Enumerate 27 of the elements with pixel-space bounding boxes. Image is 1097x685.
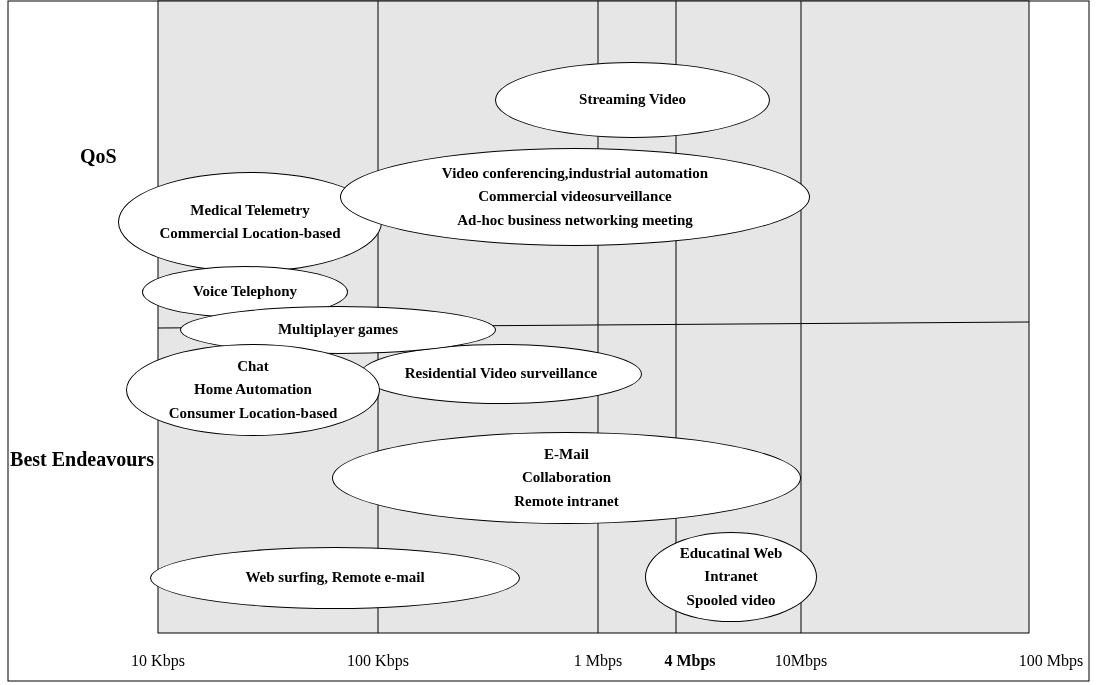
application-text: Spooled video (686, 590, 776, 610)
x-tick-label: 10Mbps (773, 652, 829, 670)
application-text: E-Mail (544, 445, 589, 465)
application-text: Intranet (704, 567, 758, 587)
application-text: Ad-hoc business networking meeting (457, 210, 693, 230)
application-text: Commercial Location-based (159, 224, 341, 243)
x-tick-label: 100 Mbps (1017, 652, 1085, 670)
x-tick-label: 1 Mbps (572, 652, 624, 670)
x-tick-label: 100 Kbps (346, 652, 410, 670)
application-text: Streaming Video (579, 90, 686, 110)
application-text: Multiplayer games (277, 320, 399, 340)
application-text: Home Automation (194, 380, 312, 400)
application-text: Residential Video surveillance (404, 364, 598, 384)
application-text: Medical Telemetry (190, 200, 310, 220)
y-axis-label: QoS (80, 145, 118, 168)
x-tick-label: 10 Kbps (130, 652, 186, 670)
application-text: Chat (237, 357, 269, 377)
y-axis-label: Best Endeavours (9, 447, 155, 472)
application-text: Video conferencing,industrial automation (441, 164, 709, 184)
application-text: Voice Telephony (192, 282, 298, 302)
application-text: Educatinal Web (679, 544, 783, 564)
application-text: Commercial videosurveillance (478, 187, 672, 207)
application-text: Collaboration (521, 468, 612, 488)
application-text: Consumer Location-based (168, 403, 338, 423)
x-tick-label: 4 Mbps (663, 652, 717, 670)
application-text: Web surfing, Remote e-mail (245, 568, 425, 588)
application-text: Remote intranet (514, 491, 619, 511)
